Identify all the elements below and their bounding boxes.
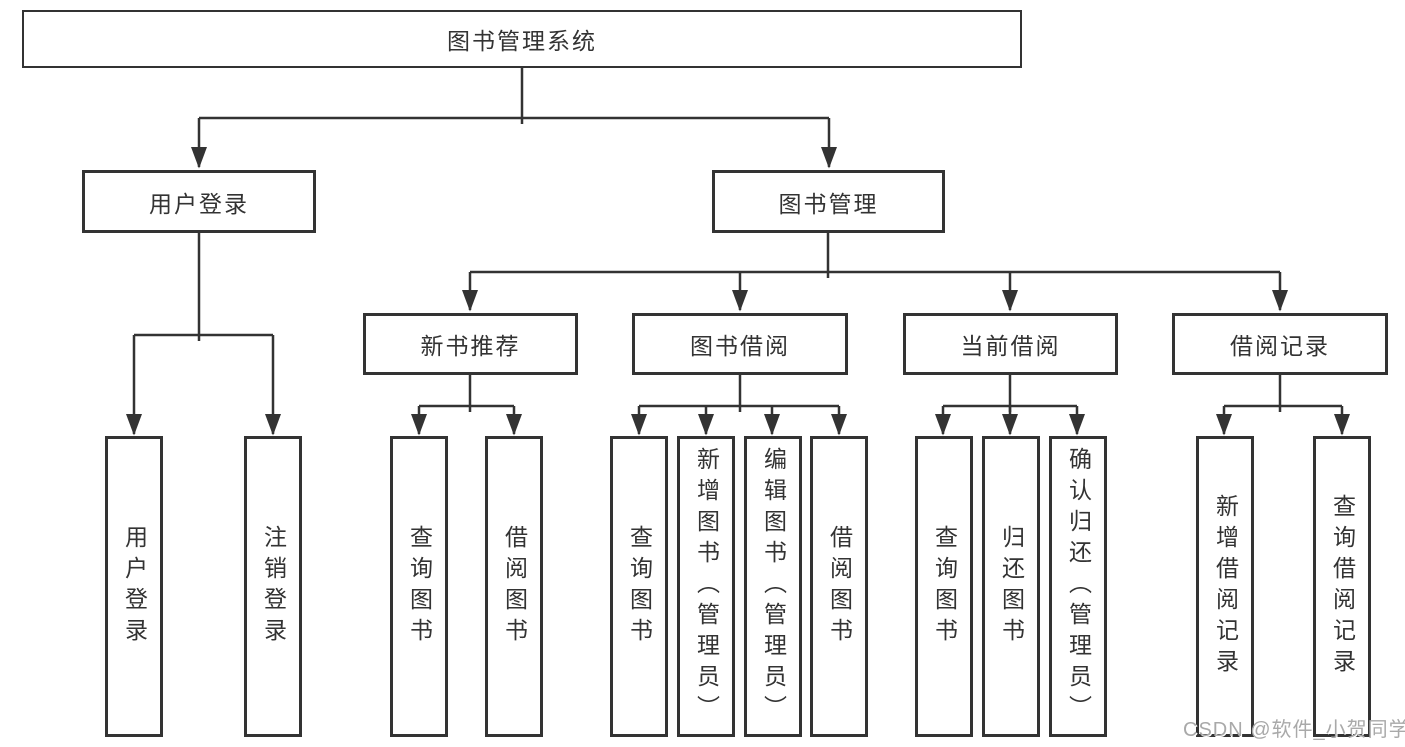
node-label: 当前借阅 — [960, 333, 1061, 359]
node-label: 借阅图书 — [501, 524, 528, 649]
node-label: 借阅图书 — [826, 524, 853, 649]
leaf-query-books-current: 查询图书 — [915, 436, 973, 737]
node-label: 新增图书（管理员） — [693, 447, 720, 726]
node-label: 查询图书 — [406, 524, 433, 649]
node-label: 新书推荐 — [420, 333, 521, 359]
node-label: 查询图书 — [931, 524, 958, 649]
leaf-borrow-books-recommend: 借阅图书 — [485, 436, 543, 737]
leaf-confirm-return-admin: 确认归还（管理员） — [1049, 436, 1107, 737]
leaf-user-login: 用户登录 — [105, 436, 163, 737]
csdn-watermark: CSDN @软件_小贺同学 — [1183, 719, 1405, 741]
node-book-management: 图书管理 — [712, 170, 945, 233]
node-label: 用户登录 — [121, 524, 148, 649]
node-book-borrowing: 图书借阅 — [632, 313, 848, 375]
node-borrowing-records: 借阅记录 — [1172, 313, 1388, 375]
node-label: 新增借阅记录 — [1212, 493, 1239, 680]
node-user-login: 用户登录 — [82, 170, 316, 233]
node-label: 查询借阅记录 — [1329, 493, 1356, 680]
node-label: 借阅记录 — [1230, 333, 1330, 359]
node-label: 查询图书 — [626, 524, 653, 649]
node-label: 归还图书 — [998, 524, 1025, 649]
leaf-edit-books-admin: 编辑图书（管理员） — [744, 436, 802, 737]
leaf-logout: 注销登录 — [244, 436, 302, 737]
leaf-query-books-borrowing: 查询图书 — [610, 436, 668, 737]
node-new-book-recommendation: 新书推荐 — [363, 313, 578, 375]
node-label: 图书管理 — [778, 190, 879, 217]
leaf-query-borrow-record: 查询借阅记录 — [1313, 436, 1371, 737]
leaf-add-borrow-record: 新增借阅记录 — [1196, 436, 1254, 737]
node-label: 图书管理系统 — [447, 28, 597, 54]
leaf-query-books-recommend: 查询图书 — [390, 436, 448, 737]
node-label: 确认归还（管理员） — [1065, 447, 1092, 726]
node-label: 图书借阅 — [690, 333, 790, 359]
node-label: 注销登录 — [260, 524, 287, 649]
leaf-return-books: 归还图书 — [982, 436, 1040, 737]
node-label: 编辑图书（管理员） — [760, 447, 787, 726]
leaf-borrow-books: 借阅图书 — [810, 436, 868, 737]
leaf-add-books-admin: 新增图书（管理员） — [677, 436, 735, 737]
node-current-borrowing: 当前借阅 — [903, 313, 1118, 375]
node-label: 用户登录 — [149, 190, 249, 217]
node-library-management-system: 图书管理系统 — [22, 10, 1022, 68]
